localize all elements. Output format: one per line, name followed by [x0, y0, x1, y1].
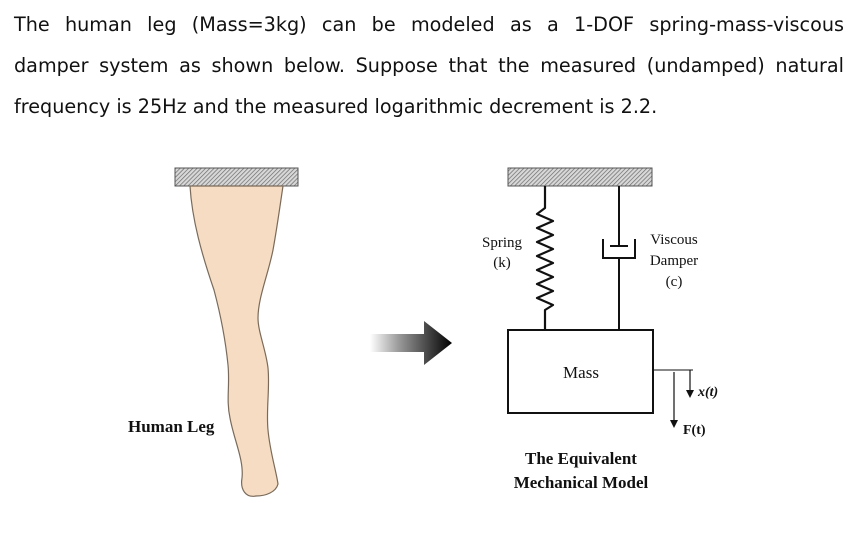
human-leg-illustration: Human Leg — [128, 167, 299, 497]
leg-shape — [189, 185, 284, 497]
damper-label-1: Viscous — [650, 232, 698, 248]
force-arrow — [670, 372, 678, 428]
caption-line-2: Mechanical Model — [514, 473, 649, 492]
spring-label-2: (k) — [493, 255, 511, 271]
mechanical-model: Mass Spring (k) Viscous Damper (c) x(t) … — [482, 167, 718, 492]
leg-ceiling-hatch — [174, 167, 299, 187]
problem-line-3: frequency is 25Hz and the measured logar… — [14, 95, 658, 118]
displacement-label: x(t) — [697, 385, 718, 400]
damper-label-3: (c) — [666, 274, 683, 290]
problem-line-2: damper system as shown below. Suppose th… — [14, 54, 844, 77]
spring-label-1: Spring — [482, 235, 523, 251]
force-label: F(t) — [683, 423, 706, 438]
model-ceiling-hatch — [507, 167, 653, 187]
damper-label-2: Damper — [650, 253, 698, 269]
leg-label: Human Leg — [128, 417, 215, 436]
spring-shape — [535, 186, 555, 330]
arrow-shape — [370, 321, 452, 365]
problem-line-1: The human leg (Mass=3kg) can be modeled … — [14, 13, 844, 36]
equivalence-arrow — [370, 321, 452, 365]
displacement-arrow — [653, 369, 694, 398]
caption-line-1: The Equivalent — [525, 449, 637, 468]
mass-block — [507, 329, 654, 414]
problem-statement: The human leg (Mass=3kg) can be modeled … — [14, 4, 844, 127]
damper-shape — [602, 186, 636, 330]
mass-label: Mass — [563, 363, 599, 382]
